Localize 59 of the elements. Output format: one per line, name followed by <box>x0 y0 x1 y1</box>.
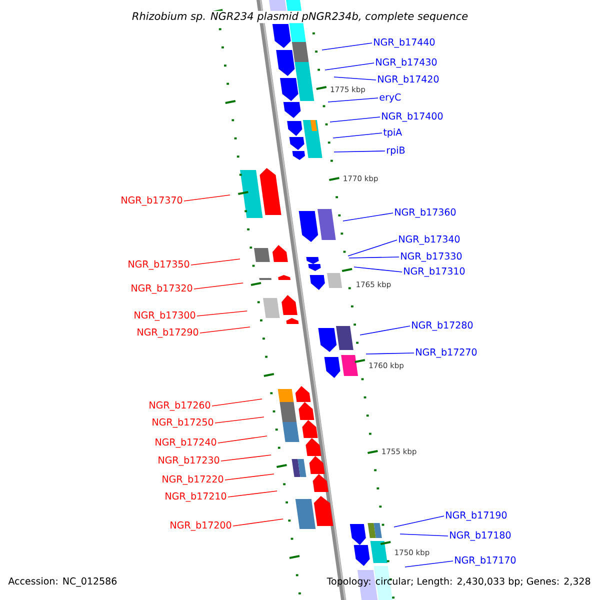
gene-label: NGR_b17240 <box>156 438 216 448</box>
gene-label: NGR_b17330 <box>401 252 462 262</box>
gene-label: tpiA <box>383 128 402 138</box>
gene-label: NGR_b17180 <box>450 531 511 541</box>
gene-label: NGR_b17310 <box>404 267 465 277</box>
gene-label: NGR_b17200 <box>170 521 232 531</box>
leader-line <box>330 116 380 122</box>
gene-label: NGR_b17220 <box>162 475 224 485</box>
leader-line <box>196 310 248 316</box>
leader-line <box>404 560 454 568</box>
gene-label: NGR_b17250 <box>152 418 214 428</box>
gene-label: NGR_b17300 <box>134 311 196 321</box>
gene-label: NGR_b17320 <box>132 284 192 294</box>
leader-line <box>224 474 274 480</box>
leader-line <box>400 534 448 536</box>
leader-line <box>394 516 444 528</box>
leader-line <box>328 98 378 102</box>
gene-label: NGR_b17400 <box>382 112 443 122</box>
leader-line <box>212 398 262 406</box>
gene-label: NGR_b17350 <box>128 260 190 270</box>
gene-label: NGR_b17190 <box>446 511 507 521</box>
title: Rhizobium sp. NGR234 plasmid pNGR234b, complete sequence <box>130 10 470 24</box>
gene-label: eryC <box>380 93 401 102</box>
leader-line <box>190 258 240 266</box>
gene-label: NGR_b17210 <box>166 492 226 502</box>
leader-line <box>220 454 272 462</box>
leader-line <box>348 256 400 258</box>
gene-label: NGR_b17360 <box>395 208 456 218</box>
leader-line <box>366 352 414 354</box>
gene-label: NGR_b17170 <box>455 556 516 566</box>
leader-line <box>218 436 268 444</box>
leader-line <box>332 132 382 138</box>
leader-line <box>194 282 244 290</box>
leader-line <box>228 490 278 498</box>
leader-line <box>342 212 394 222</box>
leader-line <box>324 62 374 70</box>
leader-line <box>322 42 372 50</box>
leader-line <box>334 76 376 80</box>
gene-label: NGR_b17260 <box>150 401 210 411</box>
gene-label: rpiB <box>387 146 405 156</box>
gene-label: NGR_b17420 <box>378 75 439 85</box>
leader-line <box>354 266 402 272</box>
leader-line <box>214 416 264 424</box>
leader-line <box>334 150 386 152</box>
gene-label: NGR_b17440 <box>374 38 435 48</box>
leader-line <box>200 326 250 334</box>
leader-line <box>184 194 230 202</box>
gene-label: NGR_b17370 <box>122 196 182 206</box>
gene-label: NGR_b17270 <box>416 348 477 358</box>
leader-line <box>232 518 284 526</box>
topology-text: Topology: circular; Length: 2,430,033 bp; Genes: 2,328 <box>326 577 590 587</box>
gene-label: NGR_b17230 <box>158 456 220 466</box>
gene-label: NGR_b17280 <box>412 321 473 331</box>
leader-line <box>348 240 398 256</box>
accession-text: Accession: NC_012586 <box>8 577 117 587</box>
gene-label: NGR_b17290 <box>138 328 198 338</box>
leader-line <box>360 326 410 336</box>
gene-label: NGR_b17340 <box>399 235 460 245</box>
gene-label: NGR_b17430 <box>376 58 437 68</box>
